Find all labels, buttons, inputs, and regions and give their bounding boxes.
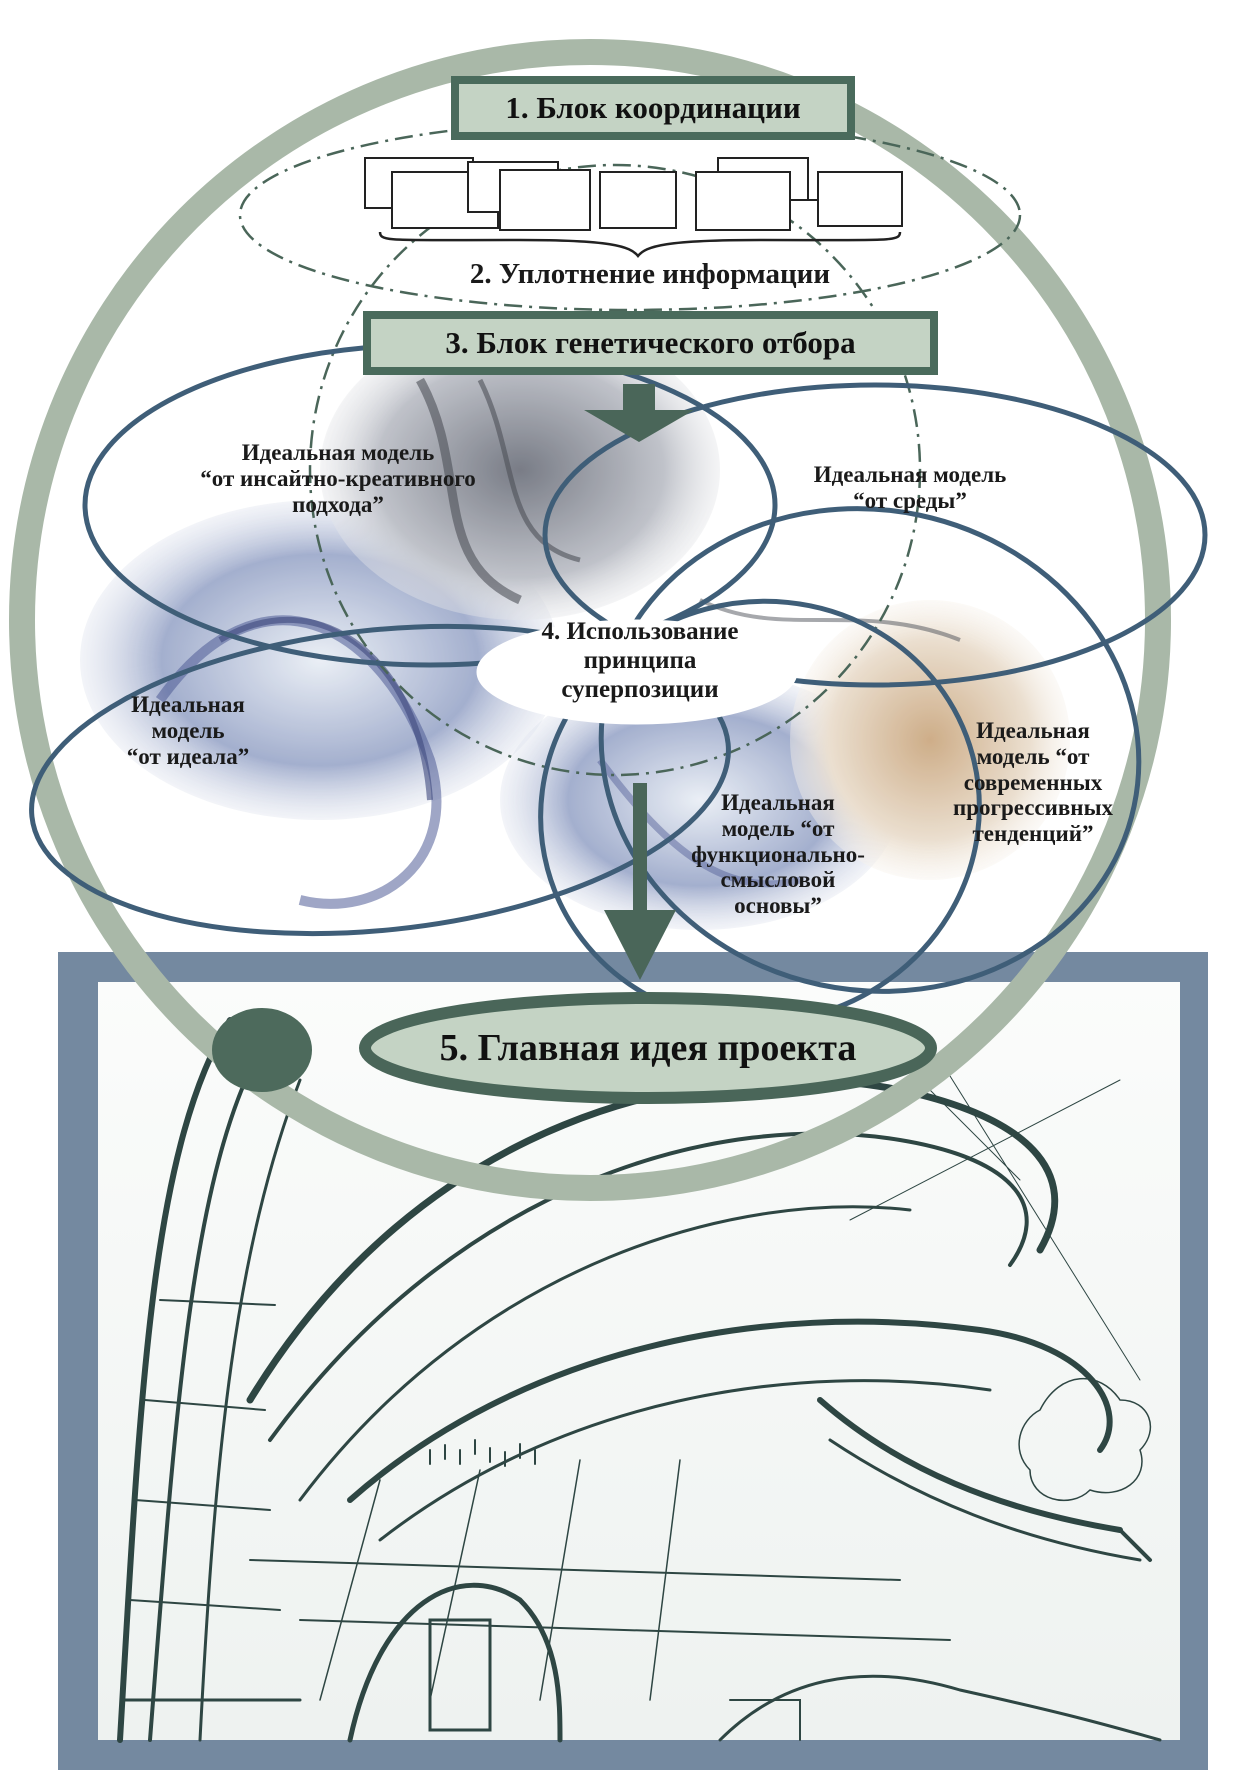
model-ideal-label: Идеальная модель “от идеала”: [88, 692, 288, 769]
green-dot: [212, 1008, 312, 1092]
model-insight-label: Идеальная модель “от инсайтно-креативног…: [138, 440, 538, 517]
block1-title: 1. Блок координации: [455, 80, 851, 136]
block2-title: 2. Уплотнение информации: [440, 258, 860, 290]
curly-brace: [380, 232, 900, 256]
model-modern-label: Идеальная модель “от современных прогрес…: [928, 718, 1138, 847]
block3-title: 3. Блок генетического отбора: [367, 315, 934, 371]
block5-title: 5. Главная идея проекта: [370, 1010, 926, 1086]
model-environment-label: Идеальная модель “от среды”: [770, 462, 1050, 514]
block4-title: 4. Использование принципа суперпозиции: [500, 618, 780, 704]
model-functional-label: Идеальная модель “от функционально- смыс…: [678, 790, 878, 919]
info-boxes: [365, 158, 902, 230]
